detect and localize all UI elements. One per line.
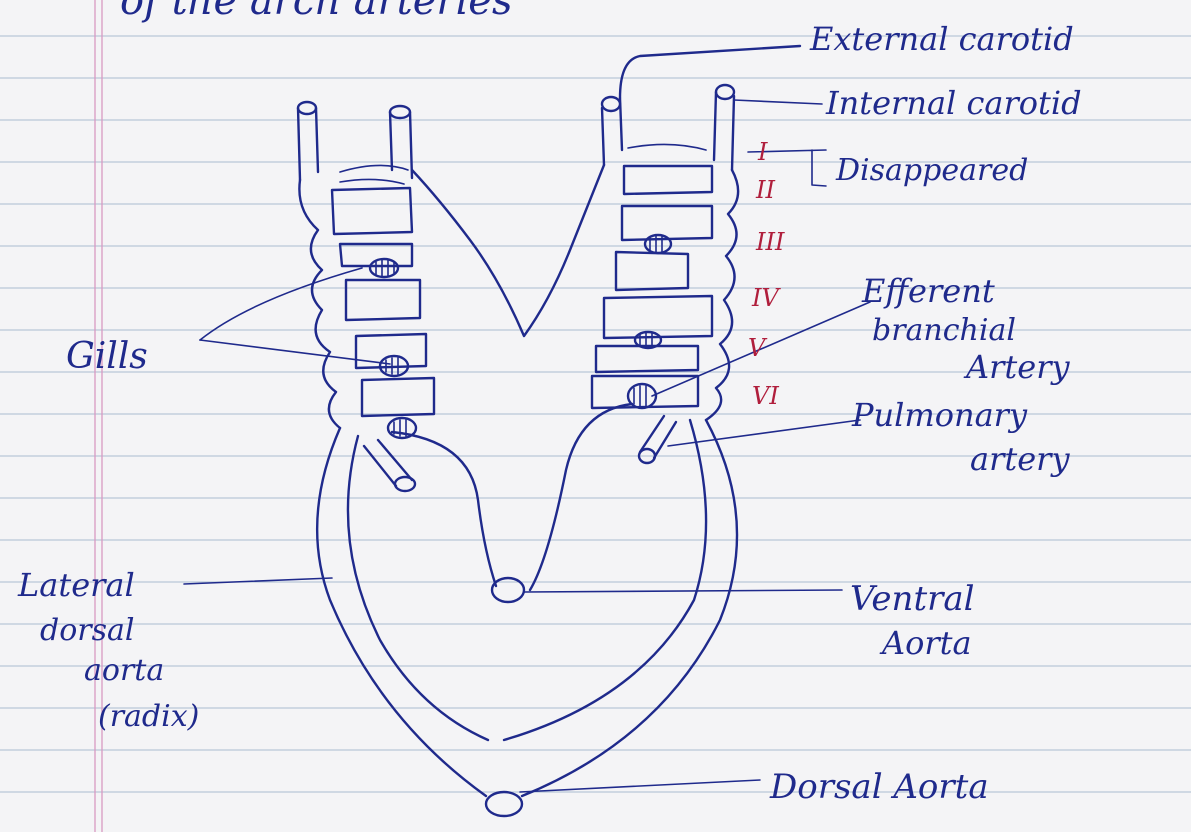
right-inner-loop bbox=[530, 404, 632, 590]
numeral-v: V bbox=[748, 334, 768, 362]
label-lateral-1: Lateral bbox=[17, 566, 135, 604]
label-dorsal-aorta: Dorsal Aorta bbox=[769, 767, 989, 807]
label-lateral-4: (radix) bbox=[98, 699, 199, 734]
label-pulmonary-2: artery bbox=[970, 440, 1070, 478]
numeral-i: I bbox=[757, 138, 768, 166]
label-gills: Gills bbox=[66, 336, 148, 377]
central-v-vessel bbox=[412, 165, 604, 336]
label-ventral-1: Ventral bbox=[850, 579, 975, 619]
label-efferent-2: branchial bbox=[872, 313, 1016, 348]
right-gill-nodes bbox=[628, 235, 671, 408]
label-ventral-2: Aorta bbox=[879, 624, 972, 662]
numeral-vi: VI bbox=[752, 382, 779, 410]
label-disappeared: Disappeared bbox=[835, 153, 1028, 188]
arch-numerals: I II III IV V VI bbox=[748, 138, 785, 410]
numeral-iv: IV bbox=[751, 284, 781, 312]
right-gill-bars bbox=[592, 144, 712, 408]
left-gill-nodes bbox=[370, 259, 416, 438]
left-gill-bars bbox=[332, 165, 434, 416]
dorsal-aorta-node bbox=[486, 792, 522, 816]
label-pulmonary-1: Pulmonary bbox=[851, 396, 1028, 434]
right-lateral-dorsal-aorta bbox=[522, 420, 737, 796]
pulmonary-stubs bbox=[364, 416, 676, 491]
left-lateral-dorsal-aorta bbox=[317, 428, 486, 796]
heading-fragment: of the arch arteries bbox=[120, 0, 513, 24]
label-lateral-2: dorsal bbox=[40, 613, 134, 648]
label-external-carotid: External carotid bbox=[809, 20, 1074, 58]
label-lateral-3: aorta bbox=[84, 653, 164, 688]
label-efferent-1: Efferent bbox=[861, 272, 995, 310]
numeral-iii: III bbox=[755, 228, 785, 256]
left-inner-radix bbox=[348, 436, 488, 740]
numeral-ii: II bbox=[755, 176, 775, 204]
label-efferent-3: Artery bbox=[963, 348, 1071, 386]
label-internal-carotid: Internal carotid bbox=[825, 84, 1082, 122]
left-inner-loop bbox=[392, 432, 496, 586]
